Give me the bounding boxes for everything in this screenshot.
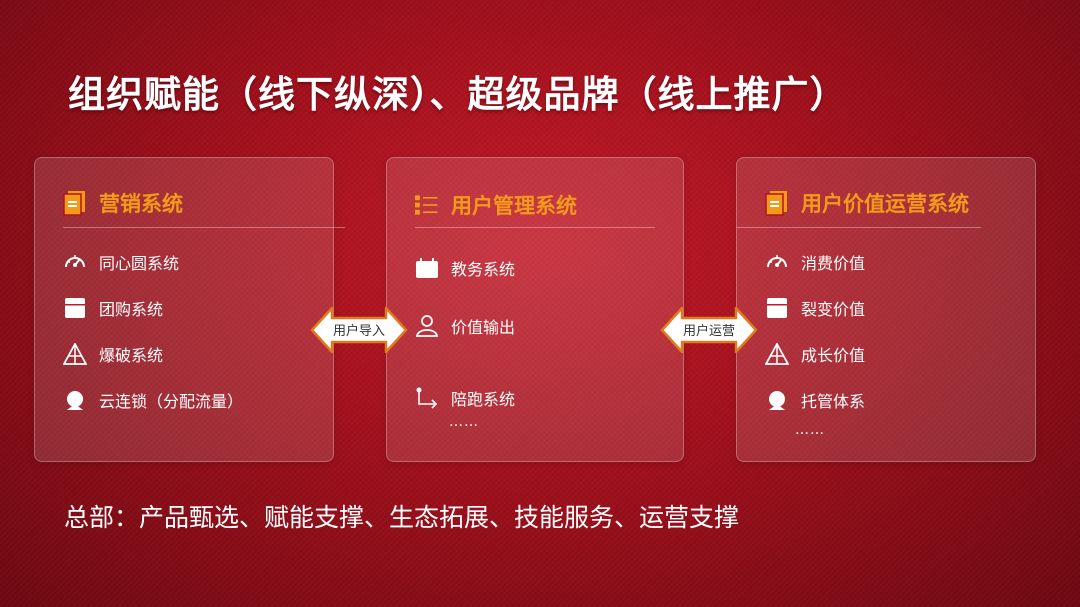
ellipsis: …… bbox=[795, 422, 825, 438]
double-arrow-user-operation: 用户运营 bbox=[660, 305, 758, 355]
ellipsis: …… bbox=[449, 414, 479, 430]
panel-header-label: 用户价值运营系统 bbox=[801, 191, 969, 216]
panel-user-management-system: 用户管理系统 教务系统 价值输出 陪跑系统 …… bbox=[386, 157, 684, 462]
pyramid-icon bbox=[63, 343, 87, 365]
page-title: 组织赋能（线下纵深）、超级品牌（线上推广） bbox=[68, 72, 848, 116]
item-label: 消费价值 bbox=[801, 254, 866, 273]
divider bbox=[63, 227, 345, 228]
divider bbox=[415, 227, 655, 228]
list-item: 价值输出 bbox=[415, 314, 515, 338]
divider bbox=[737, 227, 981, 228]
list-item: 教务系统 bbox=[415, 256, 515, 280]
item-label: 云连锁（分配流量） bbox=[99, 392, 244, 411]
arrow-label: 用户运营 bbox=[682, 324, 735, 339]
arrow-label: 用户导入 bbox=[332, 324, 385, 339]
item-label: 团购系统 bbox=[99, 300, 164, 319]
list-item: 陪跑系统 bbox=[415, 386, 515, 410]
path-arrow-icon bbox=[415, 387, 439, 409]
panel-user-value-operation-system: 用户价值运营系统 消费价值 裂变价值 成长价值 托管体系 …… bbox=[736, 157, 1036, 462]
footer-text: 总部：产品甄选、赋能支撑、生态拓展、技能服务、运营支撑 bbox=[64, 503, 740, 532]
list-item: 消费价值 bbox=[765, 250, 865, 274]
pyramid-icon bbox=[765, 343, 789, 365]
double-arrow-user-import: 用户导入 bbox=[310, 305, 408, 355]
list-item: 托管体系 bbox=[765, 388, 865, 412]
speedometer-icon bbox=[63, 251, 87, 273]
item-label: 托管体系 bbox=[801, 392, 866, 411]
panel-marketing-system: 营销系统 同心圆系统 团购系统 爆破系统 云连锁（分配流量） bbox=[34, 157, 345, 462]
document-icon bbox=[765, 190, 789, 216]
box-icon bbox=[765, 297, 789, 319]
calendar-icon bbox=[415, 257, 439, 279]
list-item: 云连锁（分配流量） bbox=[63, 388, 243, 412]
item-label: 爆破系统 bbox=[99, 346, 164, 365]
item-label: 价值输出 bbox=[451, 318, 516, 337]
list-item: 成长价值 bbox=[765, 342, 865, 366]
item-label: 教务系统 bbox=[451, 260, 516, 279]
panel-header-label: 用户管理系统 bbox=[451, 193, 577, 218]
location-pin-icon bbox=[765, 389, 789, 411]
item-label: 成长价值 bbox=[801, 346, 866, 365]
item-label: 陪跑系统 bbox=[451, 390, 516, 409]
list-icon bbox=[415, 192, 439, 218]
panel-header: 营销系统 bbox=[63, 186, 183, 220]
user-icon bbox=[415, 315, 439, 337]
speedometer-icon bbox=[765, 251, 789, 273]
document-icon bbox=[63, 190, 87, 216]
list-item: 同心圆系统 bbox=[63, 250, 179, 274]
panel-header: 用户管理系统 bbox=[415, 188, 577, 222]
list-item: 团购系统 bbox=[63, 296, 163, 320]
box-icon bbox=[63, 297, 87, 319]
item-label: 裂变价值 bbox=[801, 300, 866, 319]
panel-header-label: 营销系统 bbox=[99, 191, 183, 216]
location-pin-icon bbox=[63, 389, 87, 411]
panel-header: 用户价值运营系统 bbox=[765, 186, 969, 220]
list-item: 爆破系统 bbox=[63, 342, 163, 366]
item-label: 同心圆系统 bbox=[99, 254, 180, 273]
list-item: 裂变价值 bbox=[765, 296, 865, 320]
